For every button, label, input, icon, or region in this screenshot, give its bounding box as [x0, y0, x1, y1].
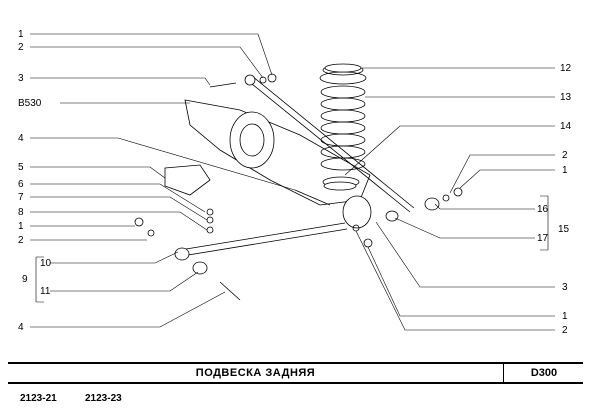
callout-label: 13 [560, 92, 572, 103]
leader-line [30, 77, 211, 86]
callout-label: 3 [18, 73, 24, 84]
leader-line [50, 271, 199, 292]
callout-label: 2 [562, 150, 568, 161]
drawing-code: D300 [503, 364, 584, 382]
callout-label: 8 [18, 207, 24, 218]
bolt-upper [209, 82, 237, 88]
upper-link [246, 75, 415, 213]
nut [363, 238, 373, 248]
leader-line [434, 203, 535, 210]
callout-label: 1 [18, 221, 24, 232]
callout-label: 10 [40, 258, 52, 269]
model-code: 2123-21 [20, 393, 57, 404]
spring-lower-seat [323, 181, 357, 191]
leader-line [30, 46, 264, 79]
leader-line [30, 291, 226, 328]
callout-label: 17 [537, 233, 549, 244]
nut [134, 217, 144, 227]
callout-label: 7 [18, 192, 24, 203]
callout-label: 9 [22, 274, 28, 285]
washer [206, 208, 214, 216]
callout-label: 11 [40, 286, 51, 297]
leader-line [30, 183, 206, 213]
left-labels: 1 2 3 B530 4 5 6 7 8 1 2 10 9 11 4 [18, 29, 52, 333]
nut [267, 73, 277, 83]
bushing-upper [244, 74, 256, 86]
callout-label: 2 [18, 42, 24, 53]
axle-housing [184, 99, 371, 206]
leader-line [30, 33, 273, 76]
leader-line [375, 221, 555, 288]
bolt-mid [294, 189, 331, 206]
callout-label: 4 [18, 322, 24, 333]
rear-suspension-diagram: 1 2 3 B530 4 5 6 7 8 1 2 10 9 11 4 12 13… [18, 29, 572, 336]
callout-label: 5 [18, 162, 24, 173]
washer [442, 194, 450, 202]
title-bar: ПОДВЕСКА ЗАДНЯЯ D300 [8, 362, 583, 384]
leader-line [30, 166, 166, 179]
leader-line [449, 154, 555, 194]
leader-line [459, 169, 555, 189]
bushing-rod-end [385, 210, 399, 222]
bolt-long [219, 281, 241, 301]
leader-line [344, 125, 555, 176]
page-title: ПОДВЕСКА ЗАДНЯЯ [195, 367, 316, 379]
callout-label: 6 [18, 179, 24, 190]
leader-line [35, 256, 44, 303]
callout-label: 1 [562, 311, 568, 322]
leader-line [30, 196, 208, 221]
bushing-lower-b [192, 261, 208, 275]
bracket [164, 164, 211, 196]
callout-label: 1 [562, 165, 568, 176]
callout-label: 16 [537, 204, 549, 215]
washer [206, 216, 214, 224]
washer [259, 76, 267, 84]
leader-line [394, 217, 535, 239]
right-labels: 12 13 14 2 1 16 15 17 3 1 2 [537, 63, 572, 336]
callout-label: 2 [562, 325, 568, 336]
callout-label: 12 [560, 63, 572, 74]
differential-housing [229, 111, 275, 169]
leader-line [50, 251, 179, 264]
model-code: 2123-23 [85, 393, 122, 404]
differential-cover [239, 123, 265, 157]
spring-upper-seat [324, 63, 362, 73]
callout-label: 3 [562, 282, 568, 293]
wheel-hub [342, 195, 372, 229]
callout-label: 2 [18, 235, 24, 246]
leader-line [30, 137, 296, 191]
callout-label: 1 [18, 29, 24, 40]
leader-line [355, 230, 555, 331]
callout-label: 14 [560, 121, 572, 132]
leader-line [30, 211, 208, 231]
washer [147, 229, 155, 237]
leader-line [367, 246, 555, 317]
nut [206, 226, 214, 234]
bushing-right [424, 197, 440, 211]
bushing-lower-a [174, 247, 190, 261]
lower-link [179, 222, 348, 257]
callout-label: B530 [18, 98, 42, 109]
callout-label: 4 [18, 133, 24, 144]
leader-line [540, 195, 549, 251]
callout-label: 15 [558, 224, 570, 235]
nut [453, 187, 463, 197]
